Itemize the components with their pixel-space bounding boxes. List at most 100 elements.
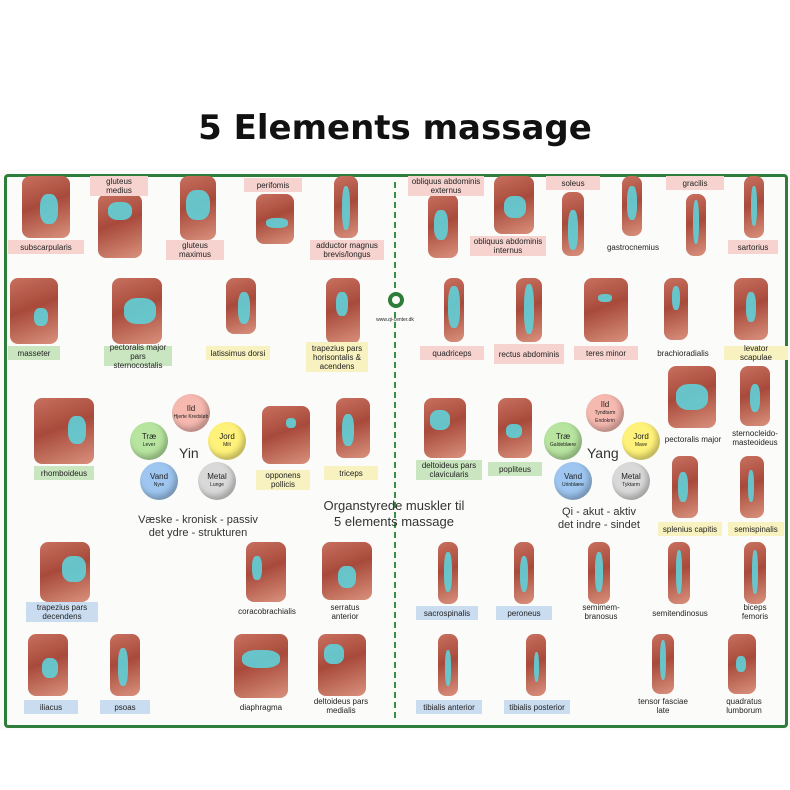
muscle-figure-deltoideus-med bbox=[318, 634, 366, 696]
yin-jord-element: Jord Milt bbox=[208, 422, 246, 460]
label-deltoideus-clav: deltoideus pars clavicularis bbox=[416, 460, 482, 480]
muscle-figure-sacrospinalis bbox=[438, 542, 458, 604]
muscle-figure-gluteus-medius bbox=[98, 194, 142, 258]
muscle-figure-levator bbox=[734, 278, 768, 340]
muscle-figure-diaphragma bbox=[234, 634, 288, 698]
yin-description: Væske - kronisk - passiv det ydre - stru… bbox=[118, 514, 278, 540]
label-sacrospinalis: sacrospinalis bbox=[416, 606, 478, 620]
yin-trae-organ: Lever bbox=[142, 442, 156, 448]
yang-vand-name: Vand bbox=[563, 472, 583, 481]
yang-vand-element: Vand Urinblære bbox=[554, 462, 592, 500]
yin-metal-element: Metal Lunge bbox=[198, 462, 236, 500]
muscle-figure-serratus bbox=[322, 542, 372, 600]
label-psoas: psoas bbox=[100, 700, 150, 714]
label-biceps-femoris: biceps femoris bbox=[741, 603, 769, 621]
label-gracilis: gracilis bbox=[666, 176, 724, 190]
yin-line-2: det ydre - strukturen bbox=[148, 527, 248, 539]
yang-metal-organ: Tyktarm bbox=[622, 482, 640, 488]
label-gluteus-maximus: gluteus maximus bbox=[166, 240, 224, 260]
yin-vand-element: Vand Nyre bbox=[140, 462, 178, 500]
muscle-figure-trapezius-horis bbox=[326, 278, 360, 344]
label-pectoralis-sterno: pectoralis major pars sternocostalis bbox=[104, 343, 172, 370]
label-teres-minor: teres minor bbox=[574, 346, 638, 360]
muscle-figure-obliquus-int bbox=[494, 176, 534, 234]
muscle-figure-piriformis bbox=[256, 194, 294, 244]
muscle-figure-gracilis bbox=[686, 194, 706, 256]
muscle-figure-adductor bbox=[334, 176, 358, 238]
label-trapezius-dec: trapezius pars decendens bbox=[26, 602, 98, 622]
label-popliteus: popliteus bbox=[488, 462, 542, 476]
muscle-figure-tibialis-ant bbox=[438, 634, 458, 696]
muscle-figure-sternocleido bbox=[740, 366, 770, 426]
yang-metal-name: Metal bbox=[621, 472, 641, 481]
yang-vand-organ: Urinblære bbox=[562, 482, 584, 488]
label-tibialis-post: tibialis posterior bbox=[504, 700, 570, 714]
logo-text: www.qi-center.dk bbox=[376, 316, 414, 323]
label-levator: levator scapulae bbox=[724, 344, 788, 362]
label-piriformis: perifomis bbox=[244, 178, 302, 192]
label-quadratus: quadratus lumborum bbox=[726, 697, 762, 715]
yin-wheel: Yin Ild Hjerte Kredsløb Jord Milt Metal … bbox=[128, 390, 258, 500]
yang-wheel: Yang Ild Tyndtarm Endokrin Jord Mave Met… bbox=[542, 390, 672, 500]
muscle-figure-semitendinosus bbox=[668, 542, 690, 604]
yang-trae-organ: Galdeblære bbox=[549, 442, 577, 448]
muscle-figure-splenius bbox=[672, 456, 698, 518]
yin-ild-organ: Hjerte Kredsløb bbox=[173, 414, 209, 420]
label-serratus: serratus anterior bbox=[330, 603, 360, 621]
organ-heading: Organstyrede muskler til 5 elements mass… bbox=[296, 498, 492, 530]
muscle-figure-quadratus bbox=[728, 634, 756, 694]
label-tensor: tensor fasciae late bbox=[638, 697, 688, 715]
label-gluteus-medius: gluteus medius bbox=[90, 176, 148, 196]
label-semimembranosus: semimem-branosus bbox=[582, 603, 620, 621]
yang-line-2: det indre - sindet bbox=[558, 519, 640, 531]
label-deltoideus-med: deltoideus pars medialis bbox=[313, 697, 369, 715]
yin-trae-name: Træ bbox=[141, 432, 157, 441]
muscle-figure-rectus-abd bbox=[516, 278, 542, 342]
label-iliacus: iliacus bbox=[24, 700, 78, 714]
label-latissimus: latissimus dorsi bbox=[206, 346, 270, 360]
center-divider bbox=[394, 182, 396, 718]
muscle-figure-tensor bbox=[652, 634, 674, 694]
label-splenius: splenius capitis bbox=[658, 522, 722, 536]
muscle-figure-obliquus-ext bbox=[428, 194, 458, 258]
muscle-figure-semimembranosus bbox=[588, 542, 610, 604]
label-semispinalis: semispinalis bbox=[728, 522, 784, 536]
yang-line-1: Qi - akut - aktiv bbox=[562, 506, 636, 518]
muscle-figure-trapezius-dec bbox=[40, 542, 90, 602]
label-opponens: opponens pollicis bbox=[256, 470, 310, 490]
muscle-figure-teres-minor bbox=[584, 278, 628, 342]
label-peroneus: peroneus bbox=[496, 606, 552, 620]
muscle-figure-peroneus bbox=[514, 542, 534, 604]
organ-heading-line-1: Organstyrede muskler til bbox=[323, 498, 465, 513]
muscle-figure-iliacus bbox=[28, 634, 68, 696]
yin-vand-organ: Nyre bbox=[153, 482, 165, 488]
yang-center-label: Yang bbox=[587, 445, 619, 461]
yang-ild-element: Ild Tyndtarm Endokrin bbox=[586, 394, 624, 432]
muscle-figure-pectoralis-sterno bbox=[112, 278, 162, 344]
muscle-figure-brachioradialis bbox=[664, 278, 688, 340]
label-masseter: masseter bbox=[8, 346, 60, 360]
yang-ild-name: Ild bbox=[600, 400, 610, 409]
muscle-figure-coracobrachialis bbox=[246, 542, 286, 602]
yang-trae-name: Træ bbox=[555, 432, 571, 441]
label-quadriceps: quadriceps bbox=[420, 346, 484, 360]
label-obliquus-int: obliquus abdominis internus bbox=[470, 236, 546, 256]
organ-heading-line-2: 5 elements massage bbox=[334, 514, 454, 529]
yang-ild-organ: Tyndtarm Endokrin bbox=[594, 410, 616, 424]
label-adductor: adductor magnus brevis/longus bbox=[310, 240, 384, 260]
muscle-figure-soleus bbox=[562, 192, 584, 256]
yang-description: Qi - akut - aktiv det indre - sindet bbox=[534, 506, 664, 532]
label-pectoralis-major: pectoralis major bbox=[664, 434, 722, 444]
yin-metal-name: Metal bbox=[207, 472, 227, 481]
label-triceps: triceps bbox=[324, 466, 378, 480]
qi-center-logo bbox=[388, 292, 404, 308]
label-brachioradialis: brachioradialis bbox=[657, 348, 709, 358]
label-soleus: soleus bbox=[546, 176, 600, 190]
muscle-figure-gastrocnemius bbox=[622, 176, 642, 236]
label-rhomboideus: rhomboideus bbox=[34, 466, 94, 480]
muscle-figure-pectoralis-major bbox=[668, 366, 716, 428]
muscle-figure-triceps bbox=[336, 398, 370, 458]
yin-vand-name: Vand bbox=[149, 472, 169, 481]
label-trapezius-horis: trapezius pars horisontalis & acendens bbox=[306, 342, 368, 372]
muscle-figure-biceps-femoris bbox=[744, 542, 766, 604]
